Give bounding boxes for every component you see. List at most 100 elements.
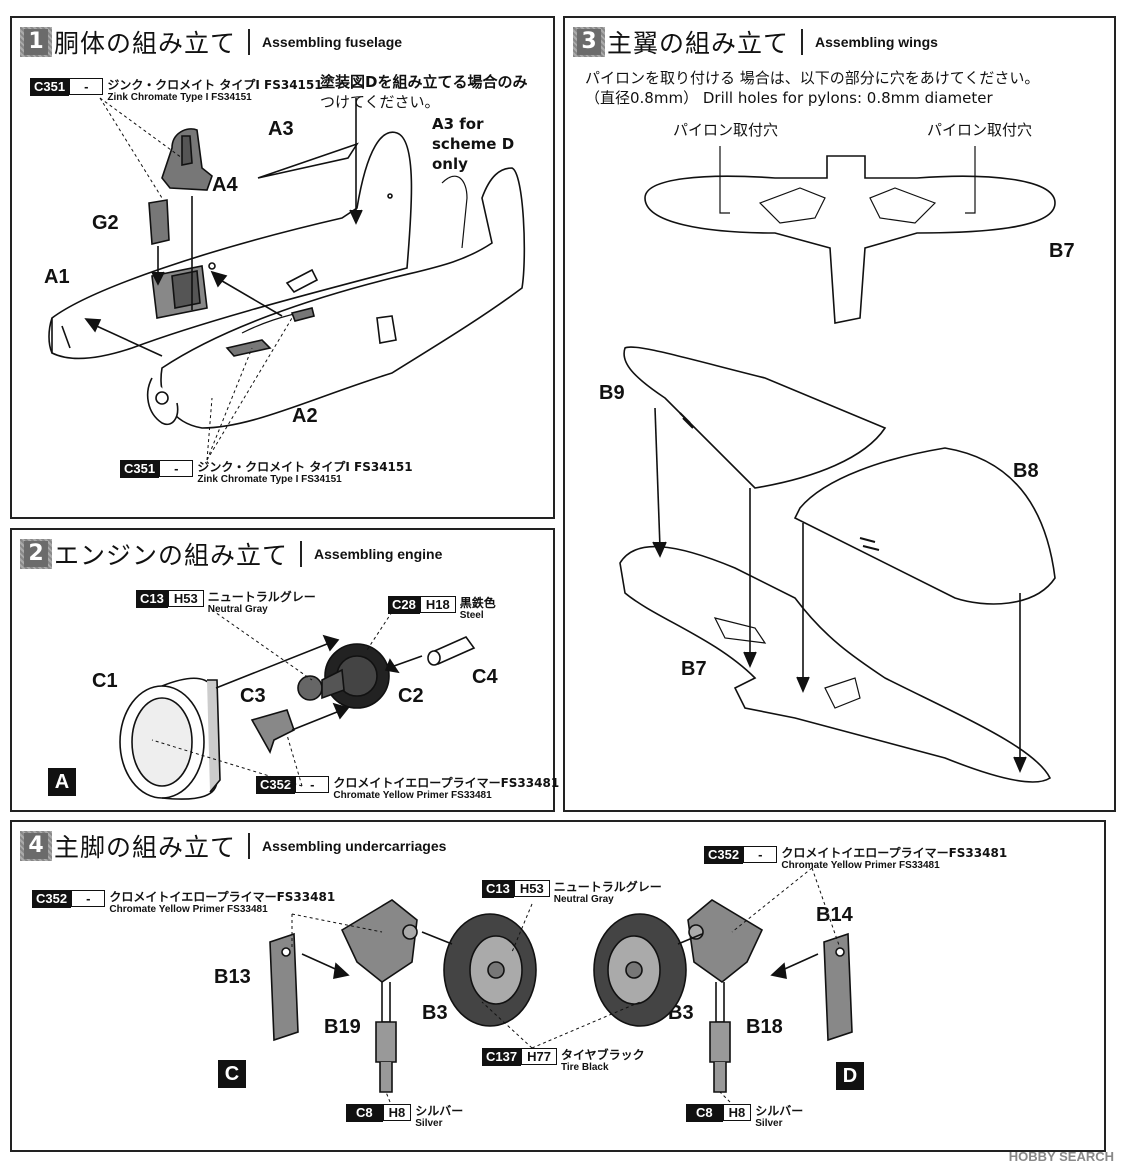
paint-hobby-code: - (71, 890, 106, 907)
step-title-en: Assembling fuselage (262, 34, 403, 50)
paint-hobby-code: - (159, 460, 194, 477)
engine-drawing (119, 609, 476, 800)
part-label-c3: C3 (240, 685, 266, 707)
step-number: 3 (577, 29, 601, 55)
step-title-en: Assembling engine (314, 546, 443, 562)
step-title-jp: 主脚の組み立て (54, 833, 237, 862)
paint-name-jp: タイヤブラック (560, 1048, 645, 1062)
part-label-b18: B18 (746, 1016, 783, 1038)
watermark: HOBBY SEARCH (1008, 1149, 1114, 1164)
paint-code: C13 (136, 590, 168, 608)
part-label-b9: B9 (599, 382, 625, 404)
paint-hobby-code: H53 (513, 880, 550, 897)
step-title-en: Assembling undercarriages (262, 838, 447, 854)
step-title-jp: エンジンの組み立て (54, 541, 289, 570)
paint-name-en: Silver (755, 1118, 783, 1129)
paint-code: C351 (30, 78, 70, 96)
paint-code: C352 (256, 776, 296, 794)
paint-hobby-code: H8 (722, 1104, 752, 1121)
paint-name-en: Neutral Gray (207, 604, 268, 615)
step-title-jp: 主翼の組み立て (607, 29, 790, 58)
paint-hobby-code: H77 (521, 1048, 557, 1065)
paint-name-jp: クロメイトイエロープライマーFS33481 (781, 846, 1008, 860)
paint-hobby-code: H18 (419, 596, 456, 613)
scheme-marker-d: D (836, 1062, 864, 1090)
scheme-marker-c: C (218, 1060, 246, 1088)
paint-code: C137 (482, 1048, 522, 1066)
wings-drawing (619, 146, 1056, 783)
fuselage-panel: 1 胴体の組み立て Assembling fuselage C351 - ジンク… (10, 16, 555, 519)
paint-name-en: Chromate Yellow Primer FS33481 (109, 904, 268, 915)
paint-code: C28 (388, 596, 420, 614)
part-label-a1: A1 (44, 266, 70, 288)
part-label-g2: G2 (92, 212, 119, 234)
step-title-en: Assembling wings (815, 34, 938, 50)
paint-code: C13 (482, 880, 514, 898)
step-number: 1 (24, 29, 48, 55)
paint-name-en: Neutral Gray (553, 894, 614, 905)
part-label-b14: B14 (816, 904, 853, 926)
undercarriage-drawing (269, 867, 853, 1103)
paint-name-en: Steel (459, 610, 484, 621)
wings-panel: 3 主翼の組み立て Assembling wings パイロンを取り付ける 場合… (563, 16, 1116, 812)
undercarriage-header: 4 主脚の組み立て Assembling undercarriages (20, 828, 446, 864)
part-label-a3: A3 (268, 118, 294, 140)
part-label-a2: A2 (292, 405, 318, 427)
paint-name-jp: クロメイトイエロープライマーFS33481 (109, 890, 336, 904)
paint-hobby-code: - (743, 846, 778, 863)
wings-header: 3 主翼の組み立て Assembling wings (573, 24, 938, 60)
paint-hobby-code: H8 (382, 1104, 412, 1121)
paint-name-jp: ニュートラルグレー (553, 880, 662, 894)
part-label-c2: C2 (398, 685, 424, 707)
paint-name-en: Zink Chromate Type I FS34151 (197, 474, 342, 485)
paint-name-jp: シルバー (415, 1104, 464, 1118)
fuselage-header: 1 胴体の組み立て Assembling fuselage (20, 24, 402, 60)
part-label-c4: C4 (472, 666, 498, 688)
paint-code: C352 (704, 846, 744, 864)
part-label-b19: B19 (324, 1016, 361, 1038)
paint-name-en: Chromate Yellow Primer FS33481 (333, 790, 492, 801)
part-label-b7-top: B7 (1049, 240, 1075, 262)
step-title-jp: 胴体の組み立て (54, 29, 237, 58)
part-label-b7-bottom: B7 (681, 658, 707, 680)
paint-name-jp: クロメイトイエロープライマーFS33481 (333, 776, 560, 790)
paint-name-en: Silver (415, 1118, 443, 1129)
paint-name-en: Chromate Yellow Primer FS33481 (781, 860, 940, 871)
part-label-c1: C1 (92, 670, 118, 692)
pylon-hole-label-right: パイロン取付穴 (927, 121, 1033, 139)
paint-hobby-code: H53 (167, 590, 204, 607)
fuselage-drawing (48, 97, 526, 461)
paint-name-jp: シルバー (755, 1104, 804, 1118)
engine-header: 2 エンジンの組み立て Assembling engine (20, 536, 442, 572)
paint-name-en: Zink Chromate Type I FS34151 (107, 92, 252, 103)
paint-code: C351 (120, 460, 160, 478)
paint-code: C352 (32, 890, 72, 908)
part-label-b13: B13 (214, 966, 251, 988)
paint-name-jp: ジンク・クロメイト タイプI FS34151 (197, 460, 413, 474)
step-number: 4 (24, 833, 48, 859)
scheme-marker-a: A (48, 768, 76, 796)
paint-code: C8 (346, 1104, 383, 1122)
paint-hobby-code: - (69, 78, 104, 95)
paint-name-jp: ジンク・クロメイト タイプI FS34151 (107, 78, 323, 92)
paint-name-jp: 黒鉄色 (459, 596, 496, 610)
paint-name-en: Tire Black (560, 1062, 609, 1073)
paint-code: C8 (686, 1104, 723, 1122)
part-label-b3-left: B3 (422, 1002, 448, 1024)
step-number: 2 (24, 541, 48, 567)
scheme-note-en: A3 for scheme D only (432, 115, 515, 173)
scheme-note-jp: 塗装図Dを組み立てる場合のみ つけてください。 (320, 73, 528, 111)
undercarriage-panel: 4 主脚の組み立て Assembling undercarriages C352… (10, 820, 1106, 1152)
part-label-a4: A4 (212, 174, 238, 196)
engine-panel: 2 エンジンの組み立て Assembling engine C13 H53 ニュ… (10, 528, 559, 812)
